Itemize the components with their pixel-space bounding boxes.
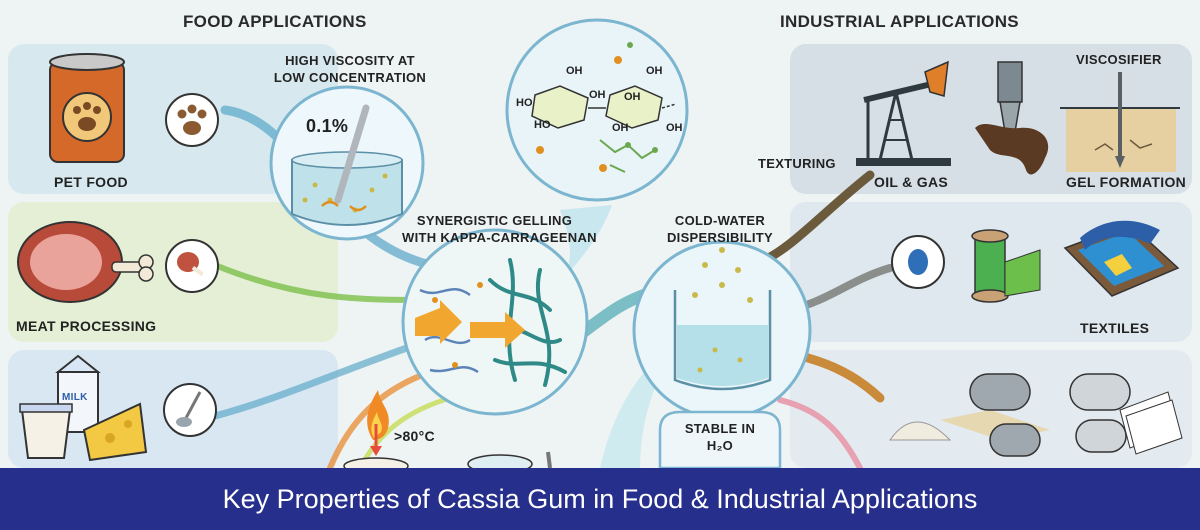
viscosity-label-line2: LOW CONCENTRATION <box>273 70 427 85</box>
cheese-icon <box>82 402 148 462</box>
stable-label-line1: STABLE IN <box>684 421 756 436</box>
ham-icon <box>17 221 154 303</box>
powder-pile-icon <box>889 421 952 441</box>
green-thread-spool-icon <box>971 229 1041 303</box>
dispersibility-label: COLD-WATER DISPERSIBILITY <box>660 212 780 246</box>
pet-food-can-icon <box>49 53 125 163</box>
stable-label-line2: H₂O <box>706 438 734 453</box>
temperature-label: >80°C <box>394 428 435 444</box>
oh-label: HO <box>534 119 551 131</box>
caption-bar: Key Properties of Cassia Gum in Food & I… <box>0 468 1200 530</box>
gel-formation-label: GEL FORMATION <box>1066 174 1187 190</box>
dispersibility-label-line1: COLD-WATER <box>674 213 766 228</box>
oil-rig-icon <box>856 60 951 166</box>
screen-print-icon <box>1063 220 1180 297</box>
stream-heat-2 <box>357 395 453 468</box>
milk-carton-label: MILK <box>62 392 88 403</box>
dispersibility-label-line2: DISPERSIBILITY <box>666 230 774 245</box>
yogurt-cup-icon <box>19 403 73 459</box>
oh-label: OH <box>589 89 606 101</box>
oh-label: OH <box>624 91 641 103</box>
flow-streams <box>196 105 894 468</box>
viscosity-bubble <box>269 85 425 241</box>
industrial-applications-heading: INDUSTRIAL APPLICATIONS <box>780 12 1019 31</box>
meat-processing-label: MEAT PROCESSING <box>16 318 157 334</box>
texturing-label: TEXTURING <box>758 156 836 171</box>
molecule-bubble <box>505 18 689 282</box>
infographic-artwork: OH OH OH OH HO HO OH OH <box>8 18 1192 468</box>
food-applications-heading: FOOD APPLICATIONS <box>183 12 367 31</box>
oh-label: OH <box>566 65 583 77</box>
synergy-label: SYNERGISTIC GELLING WITH KAPPA-CARRAGEEN… <box>402 212 597 246</box>
molecule-oh-labels: OH OH OH OH HO HO OH OH <box>516 65 683 134</box>
oh-label: OH <box>646 65 663 77</box>
oh-label: HO <box>516 97 533 109</box>
viscosity-label-line1: HIGH VISCOSITY AT <box>285 53 415 68</box>
pet-food-label: PET FOOD <box>54 174 128 190</box>
paw-icon <box>165 93 219 147</box>
ladle-icon <box>163 383 217 437</box>
textiles-label: TEXTILES <box>1080 320 1150 336</box>
caption-title: Key Properties of Cassia Gum in Food & I… <box>222 483 978 514</box>
viscosity-label: HIGH VISCOSITY AT LOW CONCENTRATION <box>270 52 430 86</box>
milk-carton-icon <box>55 354 101 433</box>
thread-spool-circle-icon <box>891 235 945 289</box>
oh-label: OH <box>666 122 683 134</box>
gelling-bubble <box>401 228 589 416</box>
stable-bubble <box>658 410 782 468</box>
gel-formation-icon <box>1060 72 1180 172</box>
bowl-icon <box>467 451 552 468</box>
synergy-label-line1: SYNERGISTIC GELLING <box>416 213 573 228</box>
synergy-label-line2: WITH KAPPA-CARRAGEENAN <box>402 230 597 245</box>
dispersibility-bubble <box>600 240 812 468</box>
flame-icon <box>343 390 409 468</box>
stream-paper-2 <box>777 397 863 468</box>
stream-dairy <box>196 336 434 424</box>
oil-gas-label: OIL & GAS <box>874 174 949 190</box>
stable-label: STABLE IN H₂O <box>670 420 770 468</box>
concentration-value: 0.1% <box>306 116 349 136</box>
paper-rollers-icon <box>940 373 1183 457</box>
drill-bit-icon <box>975 61 1049 175</box>
viscosifier-label: VISCOSIFIER <box>1076 52 1162 67</box>
oh-label: OH <box>612 122 629 134</box>
stream-heat <box>327 369 433 468</box>
drumstick-icon <box>165 239 219 293</box>
